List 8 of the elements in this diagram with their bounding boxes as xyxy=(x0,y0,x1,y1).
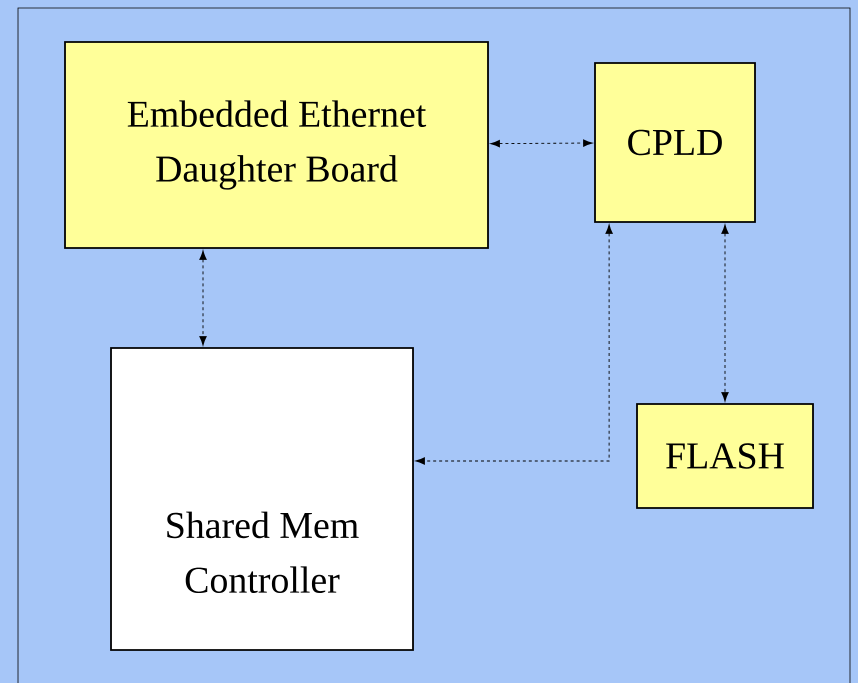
block-box: Embedded Ethernet Daughter Board xyxy=(64,41,489,249)
block-box: Shared Mem Controller xyxy=(110,347,414,651)
arrow xyxy=(490,139,593,148)
block-box: CPLD xyxy=(594,62,756,223)
arrow xyxy=(415,224,613,465)
arrow xyxy=(721,224,729,402)
block-box: FLASH xyxy=(636,403,814,509)
arrow xyxy=(199,250,207,346)
